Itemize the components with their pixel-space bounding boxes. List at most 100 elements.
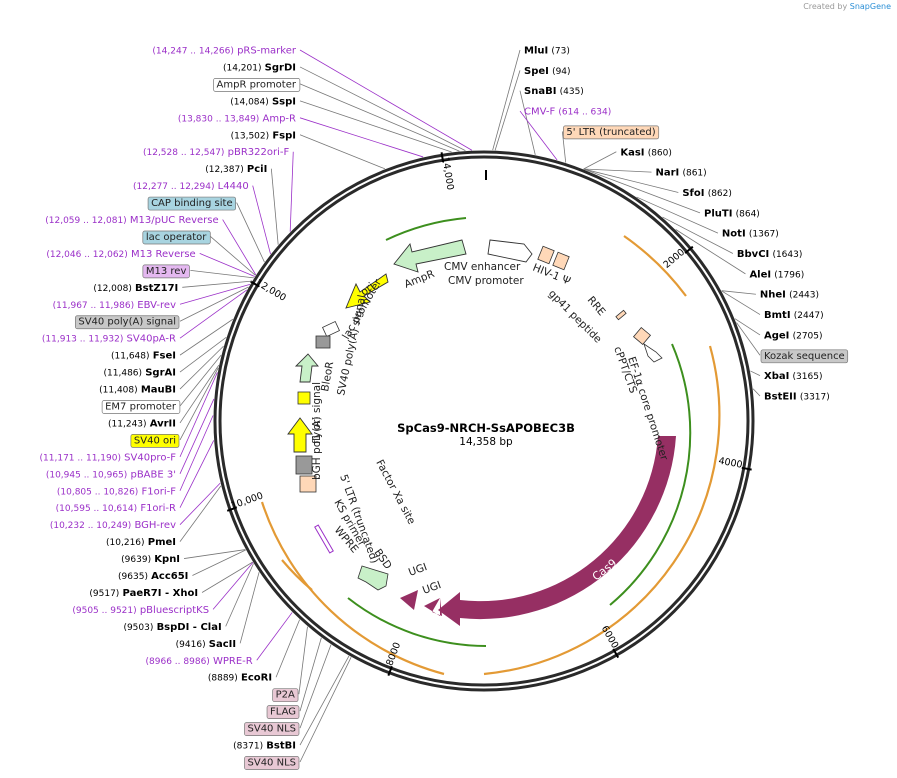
map-label-enzyme[interactable]: BstEII (3317)	[764, 392, 830, 403]
ampr-feature[interactable]	[393, 239, 467, 273]
leader-line	[239, 572, 260, 644]
orf-green-2	[347, 597, 487, 647]
ugi-feature-1[interactable]	[424, 598, 442, 616]
cmv-enhancer-feature[interactable]	[487, 239, 533, 263]
bsd-feature[interactable]	[357, 565, 389, 591]
label-name: SV40pA-R	[127, 334, 176, 345]
map-label-enzyme[interactable]: (12,387) PciI	[205, 164, 267, 175]
map-label-enzyme[interactable]: SfoI (862)	[682, 188, 732, 199]
em7-feature[interactable]	[297, 391, 311, 405]
tick-label: 6000	[599, 624, 621, 650]
map-label-enzyme[interactable]: PluTI (864)	[704, 208, 760, 219]
orf-layer	[260, 217, 721, 676]
svg-text:(14,247 .. 14,266) pRS-marker: (14,247 .. 14,266) pRS-marker	[152, 46, 296, 57]
label-range: (11,967 .. 11,986)	[53, 301, 134, 311]
svg-text:(8966 .. 8986) WPRE-R: (8966 .. 8986) WPRE-R	[146, 656, 253, 667]
bleor-feature[interactable]	[294, 353, 319, 383]
label-name: NarI	[656, 168, 680, 179]
map-label-enzyme[interactable]: XbaI (3165)	[764, 371, 822, 382]
brand-app-name: SnapGene	[849, 2, 891, 11]
svg-text:BbvCI (1643): BbvCI (1643)	[737, 249, 802, 260]
map-label-enzyme[interactable]: (9639) KpnI	[121, 554, 180, 565]
label-range: (13,502)	[231, 131, 270, 141]
map-label-enzyme[interactable]: (10,216) PmeI	[106, 537, 176, 548]
label-range: (1367)	[749, 230, 779, 240]
map-label-enzyme[interactable]: SpeI (94)	[524, 66, 571, 77]
map-label-enzyme[interactable]: AleI (1796)	[749, 269, 804, 280]
svg-text:(14,201) SgrDI: (14,201) SgrDI	[223, 62, 296, 73]
leader-line	[179, 336, 227, 373]
ugi-feature-2[interactable]	[400, 590, 418, 610]
feature-layer: Cas9	[287, 239, 676, 626]
map-label-enzyme[interactable]: (9503) BspDI - ClaI	[123, 622, 221, 633]
map-label-enzyme[interactable]: NarI (861)	[656, 168, 707, 179]
svg-text:AleI (1796): AleI (1796)	[749, 269, 804, 280]
rre-box[interactable]	[615, 309, 627, 321]
leader-line	[583, 168, 679, 193]
label-name: EBV-rev	[137, 300, 176, 311]
map-label-enzyme[interactable]: (8371) BstBI	[233, 741, 296, 752]
map-label-enzyme[interactable]: AgeI (2705)	[764, 330, 823, 341]
map-label-enzyme[interactable]: (11,243) AvrII	[108, 418, 176, 429]
lac-promoter-feature[interactable]	[322, 320, 340, 338]
label-range: (8889)	[208, 674, 238, 684]
svg-text:(13,502) FspI: (13,502) FspI	[231, 130, 296, 141]
leader-line	[721, 290, 756, 295]
map-label-enzyme[interactable]: (14,201) SgrDI	[223, 62, 296, 73]
label-name: SacII	[209, 639, 236, 650]
label-name: pBABE 3'	[130, 469, 176, 480]
leader-line	[222, 219, 257, 276]
label-range: (10,805 .. 10,826)	[57, 487, 138, 497]
map-label-enzyme[interactable]: SnaBI (435)	[524, 86, 584, 97]
map-label-enzyme[interactable]: (9635) Acc65I	[118, 571, 188, 582]
ltr2-feature[interactable]	[299, 475, 317, 493]
svg-text:SpeI (94): SpeI (94)	[524, 66, 571, 77]
map-label-enzyme[interactable]: KasI (860)	[620, 147, 672, 158]
leader-line	[721, 290, 761, 315]
hiv1-box-2[interactable]	[552, 251, 570, 271]
label-name: F1ori-R	[140, 503, 176, 514]
hiv1-box-1[interactable]	[537, 245, 555, 265]
wpre-feature[interactable]	[314, 524, 334, 554]
label-range: (13,830 .. 13,849)	[178, 114, 259, 124]
cppt-box[interactable]	[632, 326, 652, 346]
map-label-primer: (10,232 .. 10,249) BGH-rev	[50, 520, 176, 531]
feature-label: SV40 NLS	[248, 724, 297, 735]
map-label-enzyme[interactable]: BmtI (2447)	[764, 310, 824, 321]
label-range: (8966 .. 8986)	[146, 657, 210, 667]
leader-line	[179, 354, 222, 407]
map-label-enzyme[interactable]: (8889) EcoRI	[208, 673, 272, 684]
feature-label-box	[244, 756, 300, 770]
label-range: (864)	[736, 209, 760, 219]
map-label-enzyme[interactable]: BbvCI (1643)	[737, 249, 802, 260]
map-label-enzyme[interactable]: NotI (1367)	[722, 229, 779, 240]
label-name: SgrDI	[265, 62, 296, 73]
map-label-enzyme[interactable]: (11,486) SgrAI	[104, 368, 176, 379]
ef1a-label: EF-1α core promoter	[625, 355, 670, 462]
bgh-feature[interactable]	[295, 455, 313, 475]
ef1a-feature[interactable]	[643, 343, 663, 363]
map-label-enzyme[interactable]: MluI (73)	[524, 46, 570, 57]
feature-label: M13 rev	[146, 266, 187, 277]
tick-label: 10,000	[230, 490, 265, 511]
sv40pa-feature[interactable]	[315, 335, 331, 349]
leader-line	[736, 322, 761, 356]
label-name: M13 Reverse	[131, 249, 196, 260]
leader-line	[298, 626, 308, 695]
map-label-enzyme[interactable]: (11,648) FseI	[111, 351, 176, 362]
cas9-feature[interactable]	[438, 436, 676, 626]
factor-xa-label: Factor Xa site	[373, 458, 417, 527]
svg-text:MluI (73): MluI (73)	[524, 46, 570, 57]
ori-feature[interactable]	[345, 273, 389, 309]
f1-ori-feature[interactable]	[287, 417, 313, 453]
map-label-enzyme[interactable]: (9416) SacII	[176, 639, 236, 650]
map-label-enzyme[interactable]: (13,502) FspI	[231, 130, 296, 141]
map-label-enzyme[interactable]: (11,408) MauBI	[99, 385, 176, 396]
map-label-enzyme[interactable]: (12,008) BstZ17I	[93, 283, 178, 294]
map-label-enzyme[interactable]: (9517) PaeR7I - XhoI	[89, 588, 198, 599]
svg-text:(11,243) AvrII: (11,243) AvrII	[108, 418, 176, 429]
label-range: (2705)	[793, 331, 823, 341]
map-label-enzyme[interactable]: (14,084) SspI	[230, 96, 296, 107]
map-label-enzyme[interactable]: NheI (2443)	[760, 290, 819, 301]
map-label-primer: (11,967 .. 11,986) EBV-rev	[53, 300, 176, 311]
